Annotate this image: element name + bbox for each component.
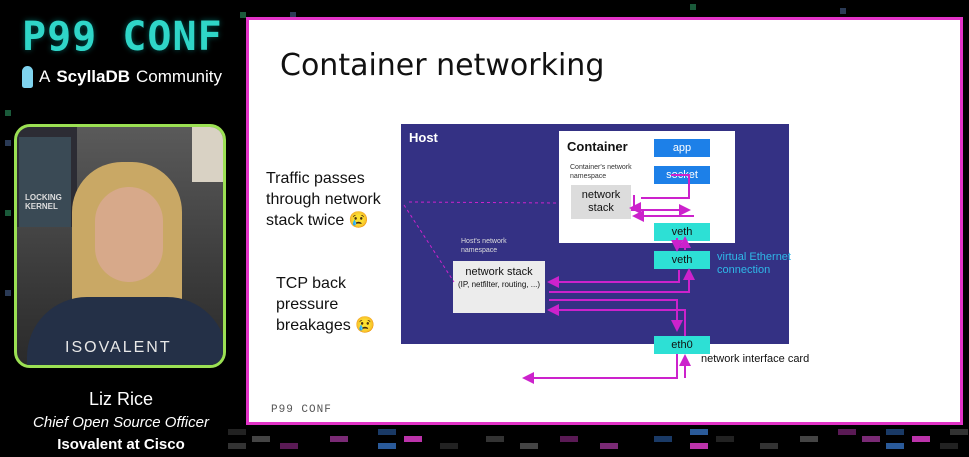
speaker-shirt [27,297,223,365]
traffic-arrows [403,174,695,384]
conference-logo-title: P99 CONF [22,14,223,60]
equalizer-block [716,436,734,442]
background-frame [192,127,223,182]
equalizer-block [228,443,246,449]
equalizer-block [228,429,246,435]
equalizer-block [5,290,11,296]
speaker-video: LOCKING KERNEL ISOVALENT [14,124,226,368]
equalizer-block [240,12,246,18]
equalizer-block [760,443,778,449]
speaker-face [95,187,163,282]
container-label: Container [567,139,628,154]
equalizer-block [840,8,846,14]
host-label: Host [409,130,438,145]
subtitle-brand: ScyllaDB [56,67,131,86]
slide-note-backpressure: TCP back pressure breakages 😢 [276,275,376,334]
equalizer-block [950,429,968,435]
host-namespace-label: Host's network namespace [461,238,507,254]
background-poster: LOCKING KERNEL [19,137,71,227]
equalizer-block [838,429,856,435]
veth-inner-box: veth [654,223,710,241]
app-box: app [654,139,710,157]
host-box: Host Container Container's network names… [401,124,791,344]
equalizer-block [690,4,696,10]
host-stack-label: network stack [465,266,533,278]
conference-subtitle: A ScyllaDB Community [22,66,222,88]
equalizer-block [912,436,930,442]
equalizer-block [378,443,396,449]
poster-text: LOCKING KERNEL [25,193,62,211]
equalizer-block [886,443,904,449]
equalizer-block [486,436,504,442]
equalizer-block [862,436,880,442]
virtual-ethernet-label: virtual Ethernet connection [717,251,791,276]
host-stack-detail: (IP, netfilter, routing, ...) [457,280,541,289]
slide-footer: P99 CONF [271,404,332,416]
equalizer-block [5,110,11,116]
speaker-role: Chief Open Source Officer [33,414,209,431]
equalizer-block [378,429,396,435]
equalizer-block [252,436,270,442]
veth-outer-box: veth [654,251,710,269]
equalizer-block [886,429,904,435]
eth0-box: eth0 [654,336,710,354]
scylladb-logo-icon [22,66,33,88]
presentation-slide: Container networking Traffic passes thro… [246,17,963,425]
container-network-stack: network stack [571,185,631,219]
container-box: Container Container's network namespace … [559,131,735,243]
equalizer-block [440,443,458,449]
equalizer-block [5,140,11,146]
speaker-name: Liz Rice [88,389,154,409]
speaker-org: Isovalent at Cisco [57,436,185,453]
equalizer-block [330,436,348,442]
slide-note-traffic: Traffic passes through network stack twi… [266,170,381,229]
equalizer-block [560,436,578,442]
equalizer-block [800,436,818,442]
equalizer-block [690,429,708,435]
subtitle-prefix: A [38,67,51,86]
container-namespace-label: Container's network namespace [570,164,632,180]
equalizer-block [290,12,296,18]
equalizer-block [5,210,11,216]
equalizer-block [280,443,298,449]
subtitle-suffix: Community [136,67,222,86]
nic-label: network interface card [701,353,810,365]
equalizer-block [654,436,672,442]
host-network-stack: network stack (IP, netfilter, routing, .… [453,261,545,313]
equalizer-block [404,436,422,442]
equalizer-block [600,443,618,449]
equalizer-block [940,443,958,449]
equalizer-block [690,443,708,449]
equalizer-block [520,443,538,449]
slide-title: Container networking [280,48,605,83]
shirt-text: ISOVALENT [65,339,172,356]
